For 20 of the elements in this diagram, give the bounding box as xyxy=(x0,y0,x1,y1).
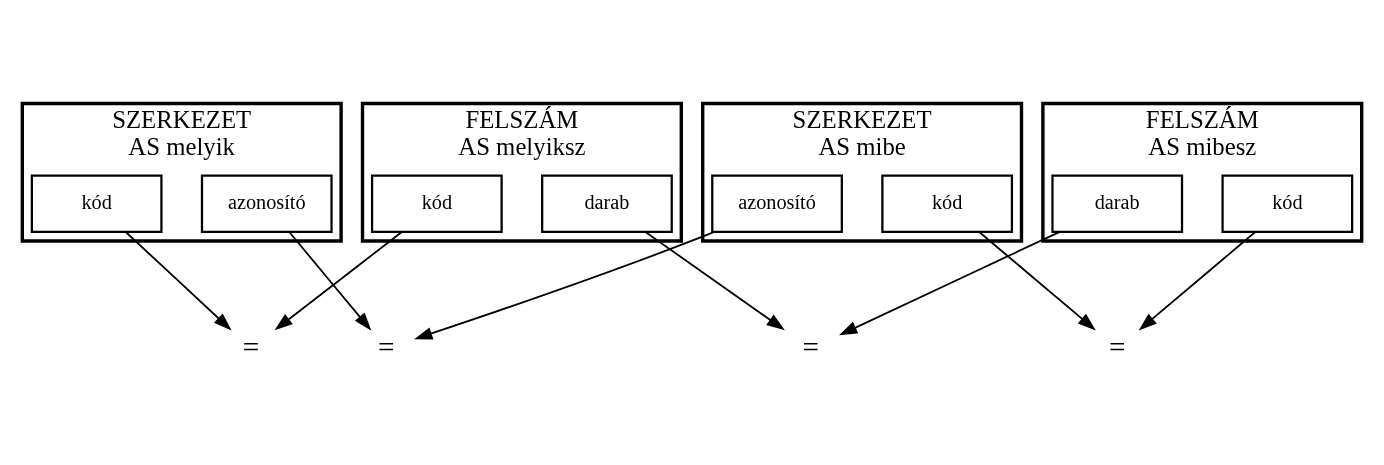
arrow xyxy=(288,231,372,331)
node-box: kód xyxy=(30,174,163,234)
node-box: darab xyxy=(541,174,673,234)
node-text: = xyxy=(1108,330,1126,363)
arrow xyxy=(644,231,785,331)
node-box: kód xyxy=(370,174,503,234)
node-box: kód xyxy=(1221,174,1354,234)
node-text: = xyxy=(802,330,820,363)
arrow xyxy=(839,231,1061,336)
arrow xyxy=(1138,231,1256,331)
arrow xyxy=(414,231,715,340)
node-box: azonosító xyxy=(711,174,843,234)
arrow xyxy=(274,231,403,331)
node-box: kód xyxy=(881,174,1014,234)
node-text: = xyxy=(242,330,260,363)
node-text: = xyxy=(377,330,395,363)
node-box: darab xyxy=(1051,174,1184,234)
arrow xyxy=(978,231,1096,331)
node-box: azonosító xyxy=(200,174,333,234)
arrow xyxy=(125,231,232,331)
